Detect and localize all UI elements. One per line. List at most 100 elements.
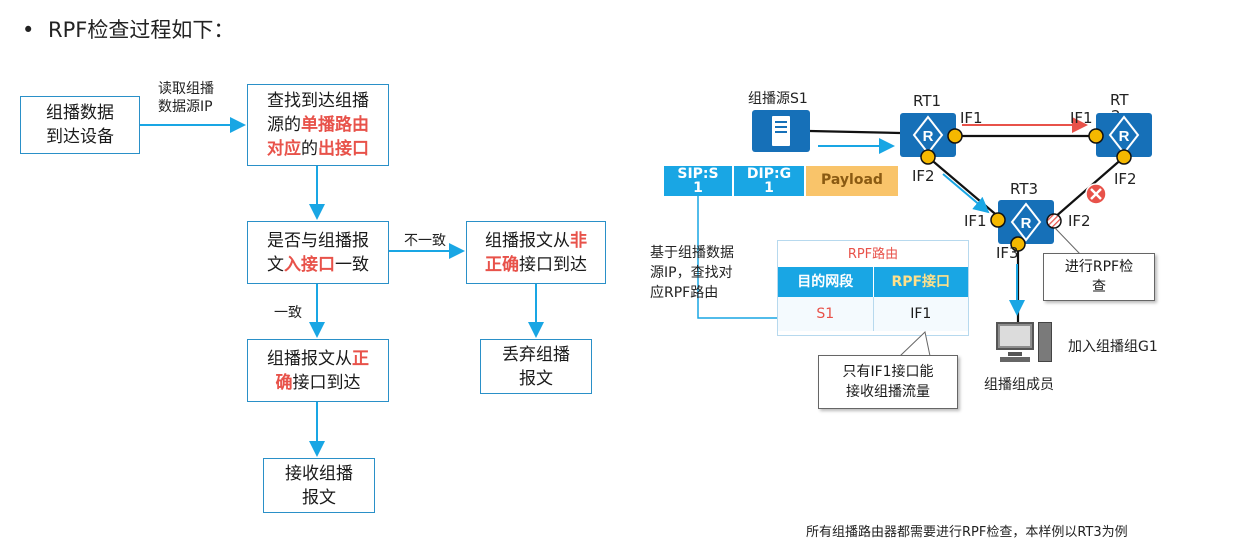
port-rt3-if3 (1010, 236, 1026, 252)
box5-line1: 组播报文从正 (267, 347, 369, 371)
box7-line2: 报文 (302, 487, 336, 508)
callout-rpf-pointer (1054, 227, 1081, 255)
if-label-rt2-if2: IF2 (1114, 170, 1137, 188)
callout-only-if1: 只有IF1接口能 接收组播流量 (818, 355, 958, 409)
if-label-rt3-if1: IF1 (964, 212, 987, 230)
link-source-rt1 (809, 129, 901, 135)
flow-box-drop: 丢弃组播 报文 (480, 339, 592, 394)
source-label: 组播源S1 (748, 91, 808, 107)
if-label-rt1-if2: IF2 (912, 167, 935, 185)
rpf-cell-iface: IF1 (910, 306, 932, 322)
flow-box-lookup-route: 查找到达组播 源的单播路由 对应的出接口 (247, 84, 389, 166)
read-source-line2: 数据源IP (158, 99, 213, 115)
box6-line2: 报文 (519, 368, 553, 389)
arrow-label-read-source: 读取组播 数据源IP (158, 80, 214, 116)
rpf-header-dest: 目的网段 (778, 267, 874, 297)
svg-text:R: R (1119, 128, 1130, 145)
lookup-note: 基于组播数据 源IP，查找对 应RPF路由 (650, 243, 734, 303)
box1-line2: 到达设备 (46, 127, 114, 147)
callout-if1-line2: 接收组播流量 (846, 384, 930, 400)
rpf-header-iface: RPF接口 (891, 274, 951, 290)
box2-l3c: 出接口 (318, 139, 369, 159)
label-matched: 一致 (274, 305, 302, 321)
box2-line2: 源的单播路由 (267, 113, 369, 137)
server-icon (752, 110, 810, 152)
box4-l2a: 正确 (485, 254, 519, 275)
box5-l1a: 组播报文从 (267, 348, 352, 369)
box4-line2: 正确接口到达 (485, 253, 587, 277)
if-label-rt2-if1: IF1 (1070, 109, 1093, 127)
dip-line1: DIP:G (746, 166, 792, 182)
box1-line1: 组播数据 (46, 103, 114, 123)
box5-l1b: 正 (352, 348, 369, 369)
read-source-line1: 读取组播 (158, 81, 214, 97)
page-title: •RPF检查过程如下： (22, 14, 234, 44)
label-not-matched: 不一致 (404, 233, 446, 249)
footer-note: 所有组播路由器都需要进行RPF检查，本样例以RT3为例 (806, 525, 1128, 540)
box3-line1: 是否与组播报 (267, 230, 369, 251)
port-rt3-if2-hatched (1046, 213, 1062, 229)
box4-l2b: 接口到达 (519, 254, 587, 275)
lookup-line1: 基于组播数据 (650, 245, 734, 261)
sip-line2: 1 (693, 180, 703, 196)
packet-sip-field: SIP:S 1 (664, 166, 732, 196)
box2-line1: 查找到达组播 (267, 91, 369, 111)
title-text: RPF检查过程如下： (48, 18, 235, 42)
lookup-line2: 源IP，查找对 (650, 265, 733, 281)
rpf-table-header: 目的网段 RPF接口 (778, 267, 968, 297)
lookup-connector (697, 196, 810, 324)
box3-line2: 文入接口一致 (267, 253, 369, 277)
box4-l1a: 组播报文从 (485, 230, 570, 251)
box2-l2b: 单播路由 (301, 115, 369, 135)
packet-payload-field: Payload (806, 166, 898, 196)
box6-line1: 丢弃组播 (502, 344, 570, 365)
member-label: 组播组成员 (984, 377, 1054, 393)
port-rt2-if1 (1088, 128, 1104, 144)
callout-if1-pointer (899, 331, 931, 357)
box2-l3b: 的 (301, 139, 318, 159)
port-rt1-if2 (920, 149, 936, 165)
flow-box-check-interface: 是否与组播报 文入接口一致 (247, 221, 389, 284)
box3-l2c: 一致 (335, 254, 369, 275)
svg-text:R: R (1021, 215, 1032, 232)
port-rt1-if1 (947, 128, 963, 144)
dip-line2: 1 (764, 180, 774, 196)
rpf-route-table: RPF路由 目的网段 RPF接口 S1 IF1 (777, 240, 969, 336)
rt1-label: RT1 (913, 92, 942, 110)
box4-l1b: 非 (570, 230, 587, 251)
callout-rpf-check: 进行RPF检 查 (1043, 253, 1155, 301)
table-row: S1 IF1 (778, 297, 968, 331)
router-glyph-rt3: R (1010, 202, 1042, 242)
box5-line2: 确接口到达 (276, 371, 361, 395)
flow-box-accept: 接收组播 报文 (263, 458, 375, 513)
if-label-rt1-if1: IF1 (960, 109, 983, 127)
packet-dip-field: DIP:G 1 (734, 166, 804, 196)
port-rt2-if2 (1116, 149, 1132, 165)
svg-text:R: R (923, 128, 934, 145)
sip-line1: SIP:S (677, 166, 719, 182)
join-group-label: 加入组播组G1 (1068, 339, 1158, 355)
box7-line1: 接收组播 (285, 463, 353, 484)
box5-l2b: 接口到达 (292, 372, 361, 393)
lookup-line3: 应RPF路由 (650, 285, 719, 301)
box2-l3a: 对应 (267, 139, 301, 159)
if-label-rt3-if3: IF3 (996, 244, 1019, 262)
box3-l2b: 入接口 (284, 254, 335, 275)
flow-box-correct-interface: 组播报文从正 确接口到达 (247, 339, 389, 402)
callout-if1-line1: 只有IF1接口能 (842, 364, 934, 380)
box2-l2a: 源的 (267, 115, 301, 135)
callout-rpf-line2: 查 (1092, 279, 1106, 295)
box2-line3: 对应的出接口 (267, 137, 369, 161)
port-rt3-if1 (990, 212, 1006, 228)
router-rt3-icon: R (998, 200, 1054, 244)
rpf-cell-dest: S1 (778, 297, 874, 331)
traffic-arrow-rt1-rt3 (942, 173, 990, 214)
callout-rpf-line1: 进行RPF检 (1064, 259, 1134, 275)
rpf-table-caption: RPF路由 (847, 247, 899, 262)
box5-l2a: 确 (275, 372, 293, 393)
box4-line1: 组播报文从非 (485, 229, 587, 253)
rt3-label: RT3 (1010, 180, 1039, 198)
